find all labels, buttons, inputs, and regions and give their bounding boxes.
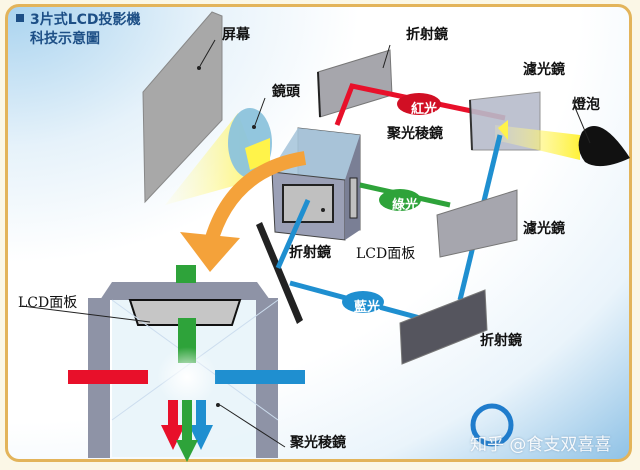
label-screen: 屏幕: [222, 27, 250, 43]
blue-light-label: 藍光: [354, 300, 381, 315]
mirror-left: [256, 222, 303, 324]
red-light-label: 紅光: [411, 102, 438, 117]
lamp-beam: [495, 125, 580, 160]
blue-light-path: [275, 198, 311, 270]
filter-mid: [436, 189, 518, 258]
diagram-title: 3片式LCD投影機 科技示意圖: [16, 11, 141, 49]
screen-panel: [142, 11, 223, 204]
label-filter-top: 濾光鏡: [523, 62, 565, 78]
watermark: 知乎 @食支双喜喜: [470, 435, 612, 455]
lamp: [578, 125, 630, 167]
label-lcd-panel-detail: LCD面板: [18, 295, 78, 311]
title-line-1: 3片式LCD投影機: [30, 12, 141, 28]
label-mirror-top: 折射鏡: [406, 27, 448, 43]
mirror-top: [317, 49, 393, 118]
label-prism-top: 聚光稜鏡: [387, 126, 443, 142]
label-lens: 鏡頭: [272, 84, 300, 100]
label-lcd-panel: LCD面板: [356, 246, 416, 262]
output-arrow-blue: [189, 400, 213, 450]
title-line-2: 科技示意圖: [30, 31, 100, 47]
label-mirror-left: 折射鏡: [289, 245, 331, 261]
bullet-icon: [16, 14, 24, 22]
orange-arrow: [203, 151, 307, 247]
red-light-path: [334, 83, 506, 126]
label-mirror-bottom: 折射鏡: [480, 333, 522, 349]
label-filter-mid: 濾光鏡: [523, 221, 565, 237]
label-lamp: 燈泡: [572, 97, 600, 113]
output-arrow-red: [161, 400, 185, 450]
mirror-bottom: [399, 289, 488, 365]
output-arrow-green: [176, 400, 198, 462]
green-light-label: 綠光: [392, 198, 419, 213]
label-prism-detail: 聚光稜鏡: [290, 435, 346, 451]
